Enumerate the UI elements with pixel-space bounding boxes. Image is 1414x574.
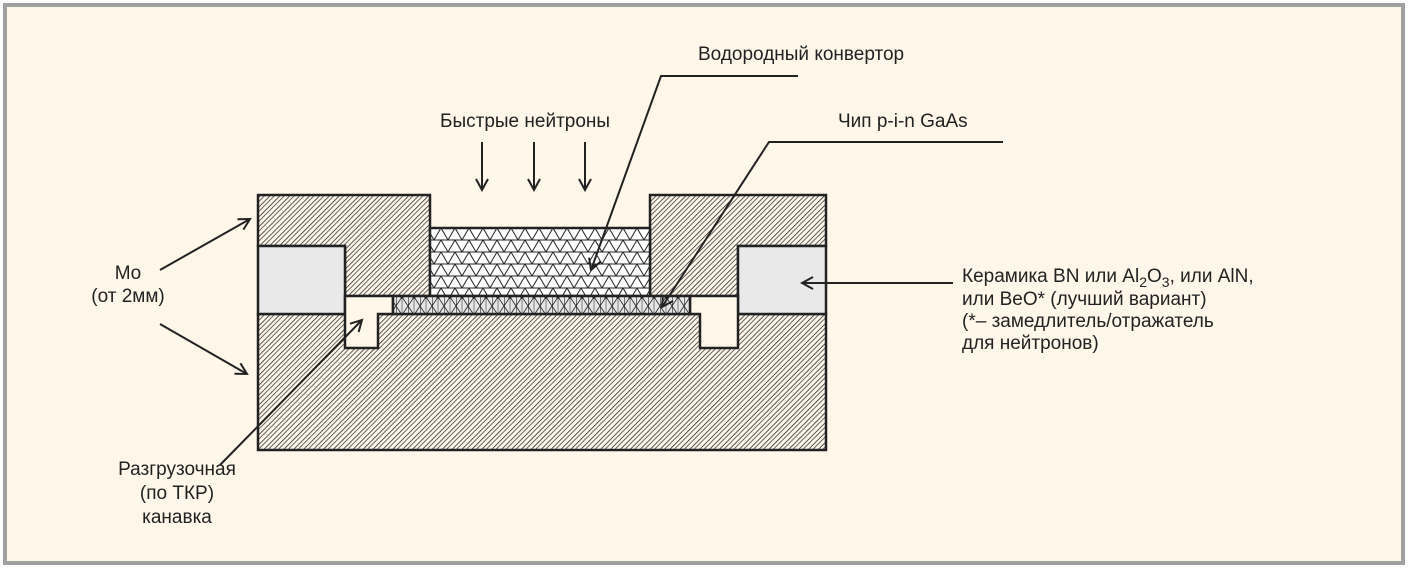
mo-leader-line-bottom	[159, 323, 247, 374]
subscript: 2	[1139, 274, 1147, 290]
label-ceramic-line4: для нейтронов)	[962, 333, 1099, 354]
mo-leader-line-top	[159, 219, 250, 271]
label-ceramic-line3: (*– замедлитель/отражатель	[962, 311, 1214, 332]
ceramic-text: , или AlN,	[1170, 266, 1254, 287]
label-groove-line3: канавка	[142, 507, 212, 528]
subscript: 3	[1162, 274, 1170, 290]
mo-base-plate	[256, 312, 828, 452]
label-fast-neutrons: Быстрые нейтроны	[440, 111, 610, 132]
converter-leader-line	[591, 75, 798, 270]
label-ceramic-line2: или BeO* (лучший вариант)	[962, 289, 1207, 310]
label-ceramic-line1: Керамика BN или Al2O3, или AlN,	[962, 266, 1254, 290]
label-chip: Чип p-i-n GaAs	[838, 111, 968, 132]
label-mo: Mo	[115, 263, 141, 284]
label-groove-line2: (по ТКР)	[140, 483, 214, 504]
ceramic-left	[256, 244, 347, 316]
groove-leader-line	[219, 320, 362, 466]
ceramic-text: O	[1147, 266, 1162, 287]
gaas-chip	[391, 294, 692, 316]
ceramic-text: Керамика BN или Al	[962, 266, 1139, 287]
label-groove-line1: Разгрузочная	[118, 459, 236, 480]
label-mo-thickness: (от 2мм)	[91, 286, 164, 307]
hydrogen-converter	[428, 226, 652, 298]
ceramic-right	[736, 244, 828, 316]
label-converter: Водородный конвертор	[698, 44, 904, 65]
chip-leader-line	[662, 141, 1003, 307]
